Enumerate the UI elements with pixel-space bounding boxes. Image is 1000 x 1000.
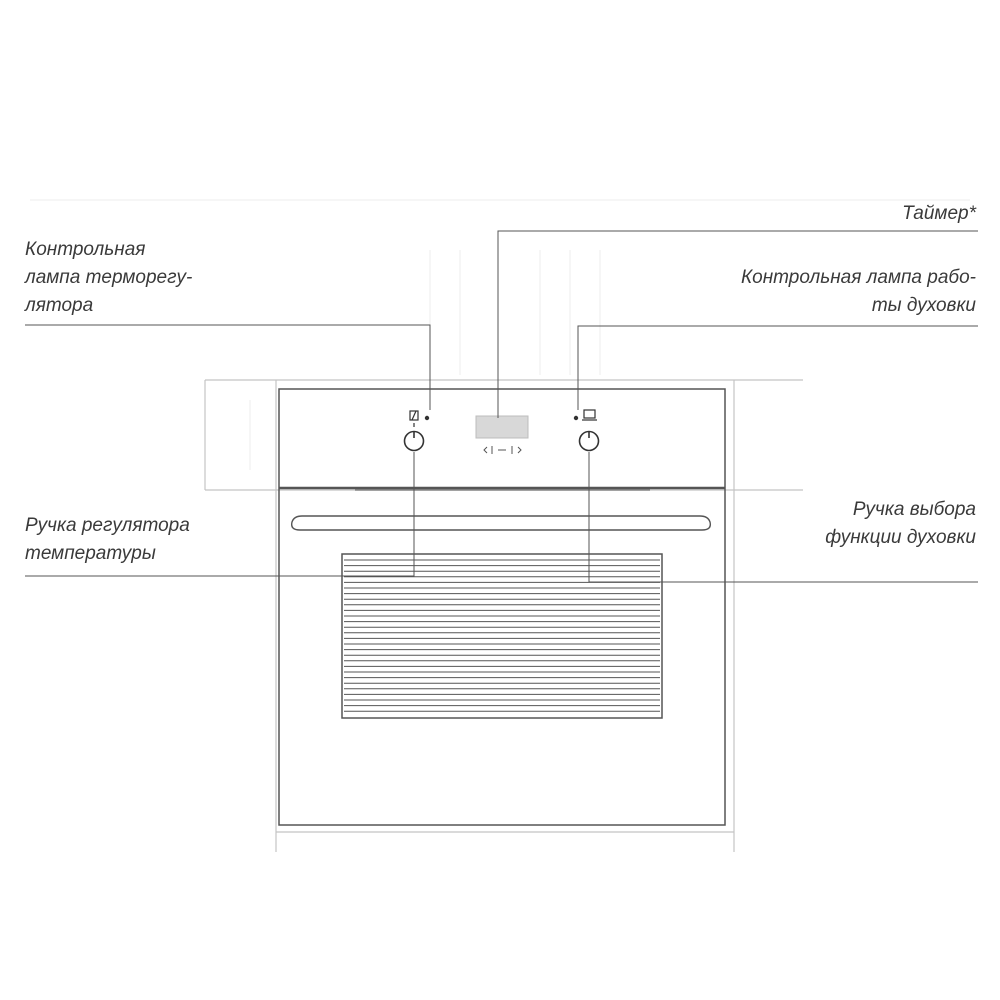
door-handle — [290, 515, 712, 531]
leader-lines — [25, 230, 978, 583]
label-line: ты духовки — [871, 295, 976, 316]
cabinet-ghost-lines — [30, 199, 970, 470]
label-line: лятора — [25, 295, 94, 316]
cabinet-outline — [204, 379, 803, 852]
label-line: лампа терморегу- — [25, 267, 193, 288]
label-line: Контрольная — [25, 239, 146, 260]
label-line: Ручка регулятора — [25, 515, 190, 536]
label-line: температуры — [25, 543, 156, 564]
label-line: функции духовки — [825, 527, 976, 548]
function-knob — [578, 430, 600, 452]
temperature-knob — [403, 430, 425, 452]
label-line: Ручка выбора — [852, 499, 976, 520]
oven-window — [341, 553, 663, 719]
label-thermostat-lamp: Контрольная лампа терморегу- лятора — [25, 236, 192, 320]
label-oven-lamp: Контрольная лампа рабо- ты духовки — [741, 264, 976, 320]
timer-display — [475, 415, 529, 454]
label-function-knob: Ручка выбора функции духовки — [825, 496, 976, 552]
oven-body — [278, 388, 726, 826]
label-line: Контрольная лампа рабо- — [740, 267, 976, 288]
label-line: Таймер* — [902, 203, 976, 224]
label-timer: Таймер* — [902, 200, 976, 228]
oven-lamp-indicator-symbol — [573, 409, 597, 421]
label-temperature-knob: Ручка регулятора температуры — [25, 512, 190, 568]
thermostat-indicator-symbol — [409, 410, 430, 427]
